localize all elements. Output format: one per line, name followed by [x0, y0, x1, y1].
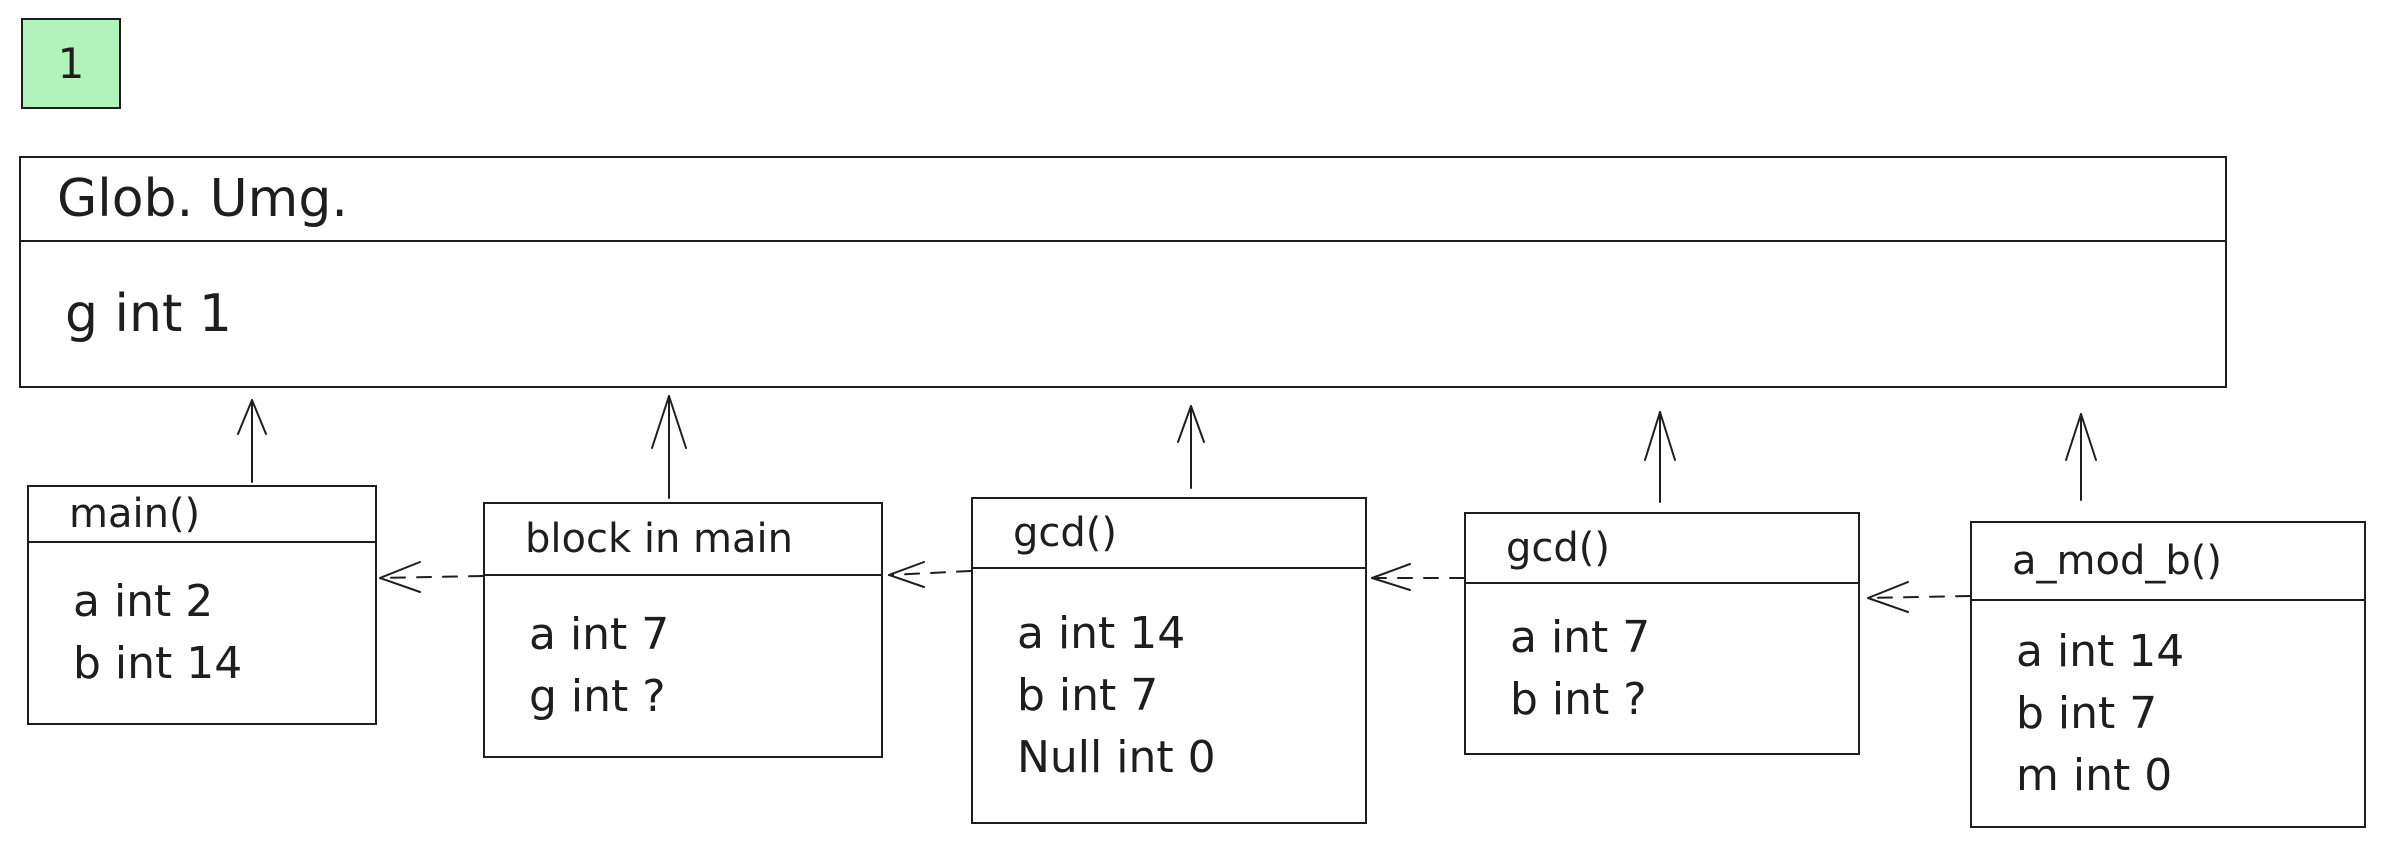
frame-amod-row: m int 0 [2016, 749, 2173, 801]
frame-block-in-main: block in main a int 7 g int ? [483, 502, 883, 758]
step-badge: 1 [21, 18, 121, 109]
arrow-block-to-main [379, 561, 484, 593]
arrow-gcd2-to-gcd1 [1371, 563, 1465, 591]
arrow-block-to-global [651, 395, 687, 499]
frame-main-row: a int 2 [73, 576, 214, 627]
frame-gcd-1-title: gcd() [973, 499, 1365, 569]
arrow-gcd2-to-global [1644, 411, 1676, 503]
frame-gcd-1-row: Null int 0 [1017, 731, 1216, 783]
frame-gcd-2-row: a int 7 [1510, 611, 1651, 663]
frame-gcd-2-row: b int ? [1510, 673, 1647, 725]
global-scope-frame: Glob. Umg. g int 1 [19, 156, 2227, 388]
frame-a-mod-b: a_mod_b() a int 14 b int 7 m int 0 [1970, 521, 2366, 828]
frame-block-row: a int 7 [529, 609, 670, 660]
arrow-gcd1-to-block [888, 561, 972, 588]
global-scope-title: Glob. Umg. [21, 158, 2225, 242]
frame-amod-row: a int 14 [2016, 625, 2185, 677]
frame-gcd-1-rows: a int 14 b int 7 Null int 0 [973, 569, 1365, 822]
frame-gcd-2: gcd() a int 7 b int ? [1464, 512, 1860, 755]
arrow-main-to-global [237, 399, 267, 483]
arrow-amod-to-global [2065, 413, 2097, 501]
frame-main-rows: a int 2 b int 14 [29, 543, 375, 723]
frame-gcd-1: gcd() a int 14 b int 7 Null int 0 [971, 497, 1367, 824]
frame-block-title: block in main [485, 504, 881, 576]
frame-gcd-2-title: gcd() [1466, 514, 1858, 584]
frame-block-row: g int ? [529, 671, 666, 722]
frame-main-row: b int 14 [73, 638, 243, 689]
global-scope-rows: g int 1 [21, 242, 2225, 386]
frame-main: main() a int 2 b int 14 [27, 485, 377, 725]
frame-block-rows: a int 7 g int ? [485, 576, 881, 756]
frame-gcd-2-rows: a int 7 b int ? [1466, 584, 1858, 753]
global-var-g: g int 1 [65, 284, 232, 344]
frame-gcd-1-row: b int 7 [1017, 669, 1159, 721]
frame-amod-title: a_mod_b() [1972, 523, 2364, 601]
frame-amod-rows: a int 14 b int 7 m int 0 [1972, 601, 2364, 826]
arrow-amod-to-gcd2 [1867, 581, 1971, 613]
frame-main-title: main() [29, 487, 375, 543]
frame-gcd-1-row: a int 14 [1017, 607, 1186, 659]
frame-amod-row: b int 7 [2016, 687, 2158, 739]
arrow-gcd1-to-global [1177, 405, 1205, 489]
